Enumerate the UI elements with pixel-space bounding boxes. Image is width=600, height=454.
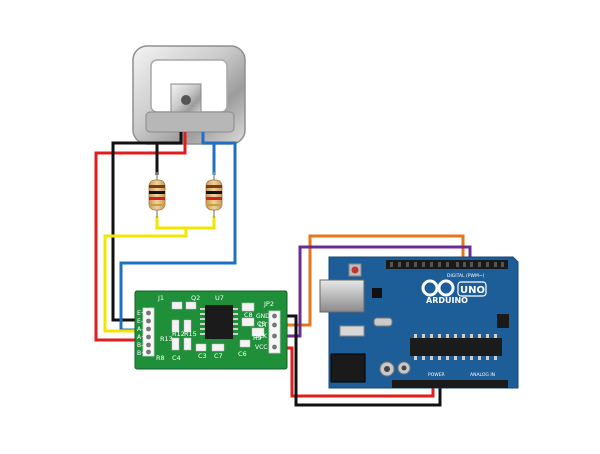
arduino-logo <box>421 279 455 297</box>
resistor-right <box>205 172 223 218</box>
wire-yellow-down <box>103 228 188 333</box>
label-c8: C8 <box>244 311 253 319</box>
analog-label: ANALOG IN <box>470 372 495 378</box>
power-analog-header <box>392 380 508 388</box>
pin-b-plus: B+ <box>137 350 146 357</box>
pin-sck: SCK <box>255 333 268 340</box>
arduino-model: UNO <box>460 285 485 296</box>
power-label: POWER <box>428 372 445 378</box>
pin-b-minus: B- <box>137 342 143 349</box>
pin-dt: DT <box>259 322 268 329</box>
label-r13: R13 <box>160 335 173 343</box>
wires-arduino <box>286 234 472 407</box>
atmega-chip <box>410 338 502 356</box>
label-jp2: JP2 <box>263 300 274 308</box>
wire-black-e-minus <box>111 132 183 322</box>
label-j1: J1 <box>157 294 164 302</box>
pin-e-minus: E- <box>137 318 143 325</box>
load-cell <box>132 45 246 145</box>
wire-yellow-a-plus <box>155 216 216 230</box>
wire-red-e-plus <box>94 132 187 342</box>
hx711-board: J1 Q2 U7 JP2 C8 C5 R12 R15 R8 C4 C7 C3 R… <box>134 290 288 370</box>
pin-gnd: GND <box>256 313 270 320</box>
digital-label: DIGITAL (PWM~) <box>447 273 485 279</box>
usb-port <box>319 279 365 313</box>
label-u7: U7 <box>215 294 224 302</box>
pin-e-plus: E+ <box>137 310 146 317</box>
pin-a-plus: A+ <box>137 334 146 341</box>
pin-a-minus: A- <box>137 326 143 333</box>
pin-vcc: VCC <box>255 344 267 351</box>
label-c3: C3 <box>198 352 207 360</box>
label-c5: C5 <box>257 320 266 328</box>
hx711-chip <box>205 305 233 339</box>
power-jack <box>330 353 366 383</box>
wire-red-vcc <box>286 346 435 398</box>
label-r8: R8 <box>156 354 165 362</box>
label-c4: C4 <box>172 354 181 362</box>
label-r12: R12 <box>172 330 185 338</box>
label-c7: C7 <box>214 352 223 360</box>
arduino-uno: ARDUINO UNO DIGITAL (PWM~) POWER ANALOG … <box>319 256 519 389</box>
wires-load-cell <box>94 132 237 342</box>
label-r15: R15 <box>184 330 197 338</box>
wire-black-gnd <box>286 314 442 407</box>
label-q2: Q2 <box>191 294 200 302</box>
arduino-brand: ARDUINO <box>426 296 468 305</box>
label-r9: R9 <box>253 334 262 342</box>
label-c6: C6 <box>238 350 247 358</box>
resistor-left <box>148 172 166 218</box>
